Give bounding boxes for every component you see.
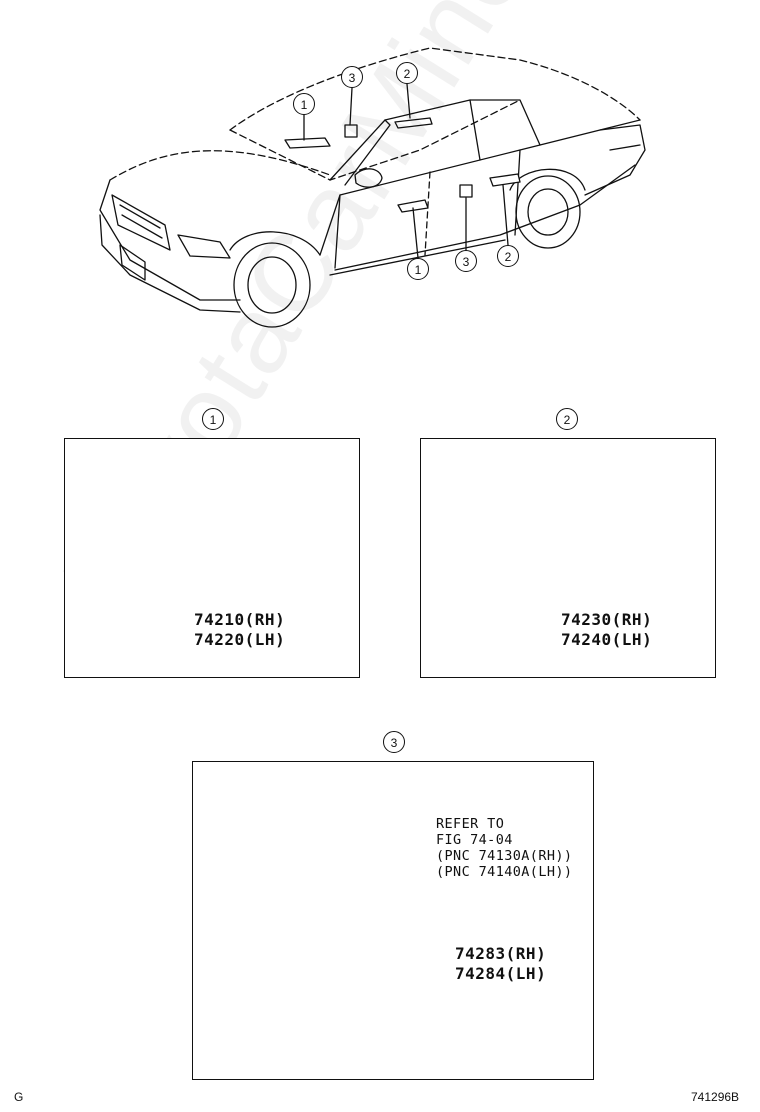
- part-1-number-lh: 74220(LH): [194, 630, 286, 649]
- part-3-number-rh: 74283(RH): [455, 944, 547, 963]
- part-3-detail-box: [192, 761, 594, 1080]
- part-2-detail-box: [420, 438, 716, 678]
- detail-callout-3: 3: [383, 731, 405, 753]
- overview-callout-2-top: 2: [396, 62, 418, 84]
- part-2-number-lh: 74240(LH): [561, 630, 653, 649]
- illustration-code: 741296B: [691, 1090, 740, 1104]
- corner-letter: G: [14, 1090, 24, 1104]
- reference-note-line4: (PNC 74140A(LH)): [436, 864, 573, 880]
- reference-note-line1: REFER TO: [436, 816, 505, 832]
- overview-callout-2-bottom: 2: [497, 245, 519, 267]
- overview-callout-1-bottom: 1: [407, 258, 429, 280]
- part-1-number-rh: 74210(RH): [194, 610, 286, 629]
- detail-callout-2: 2: [556, 408, 578, 430]
- reference-note-line2: FIG 74-04: [436, 832, 513, 848]
- part-2-number-rh: 74230(RH): [561, 610, 653, 629]
- part-3-number-lh: 74284(LH): [455, 964, 547, 983]
- reference-note-line3: (PNC 74130A(RH)): [436, 848, 573, 864]
- overview-callout-3-top: 3: [341, 66, 363, 88]
- part-1-detail-box: [64, 438, 360, 678]
- detail-callout-1: 1: [202, 408, 224, 430]
- overview-callout-1-top: 1: [293, 93, 315, 115]
- overview-callout-3-bottom: 3: [455, 250, 477, 272]
